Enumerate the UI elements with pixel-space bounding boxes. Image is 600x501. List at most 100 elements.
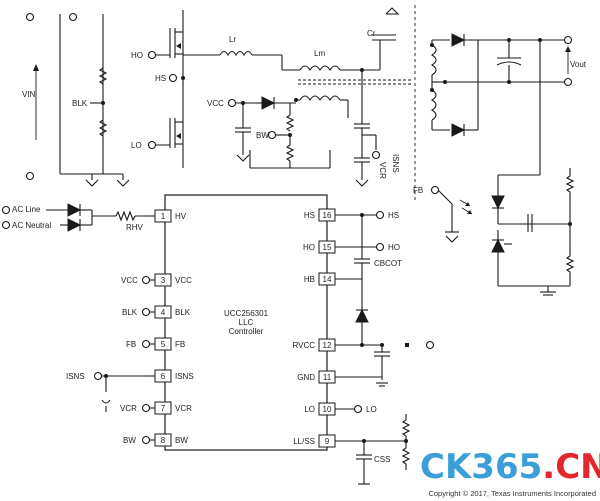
- ic-right-pin-name: LL/SS: [293, 437, 315, 446]
- blk-pin-label: BLK: [122, 308, 138, 317]
- ac-line-label: AC Line: [12, 205, 41, 214]
- ho-out-terminal: [375, 242, 385, 252]
- bw-pin-terminal: [141, 435, 151, 445]
- vout-plus-terminal: [563, 35, 573, 45]
- secondary-diode-bottom: [451, 123, 466, 137]
- ho-gate-terminal: [147, 50, 157, 60]
- vout-label: Vout: [570, 60, 587, 69]
- bw-pin-label: BW: [123, 436, 136, 445]
- ic-left-pin-number: 3: [161, 276, 166, 285]
- isns-vertical-label: ISNS: [391, 154, 400, 173]
- half-bridge-section: HO HS LO: [131, 10, 185, 168]
- secondary-winding-top: [430, 44, 437, 76]
- ic-left-pin-name: ISNS: [175, 372, 194, 381]
- lr-inductor: [219, 50, 253, 57]
- ic-right-pin-name: GND: [297, 373, 315, 382]
- watermark-ck-text: CK365: [420, 447, 542, 487]
- vcc-pin-terminal: [141, 275, 151, 285]
- watermark-logo: CK365.CN: [420, 447, 600, 487]
- ic-left-pin-number: 4: [161, 308, 166, 317]
- ic-right-pin-name: HB: [304, 275, 315, 284]
- ic-left-pin-name: HV: [175, 212, 187, 221]
- blk-pin-terminal: [141, 307, 151, 317]
- secondary-winding-bottom: [430, 89, 437, 121]
- ic-right-pin-number: 11: [323, 373, 332, 382]
- hs-node: [181, 76, 185, 80]
- ho-out-label: HO: [388, 243, 400, 252]
- blk-top-terminal: [68, 12, 78, 22]
- ic-left-pin-name: BLK: [175, 308, 191, 317]
- right-external-wiring: HS HO CBCOT LO CSS: [335, 210, 435, 485]
- vcr-pin-label: VCR: [120, 404, 137, 413]
- ic-left-pin-box: [154, 273, 172, 287]
- lo-gate-terminal: [147, 140, 157, 150]
- ic-left-pin-name: VCR: [175, 404, 192, 413]
- ac-neutral-terminal: [1, 220, 11, 230]
- ic-right-pin-number: 12: [323, 341, 332, 350]
- ic-left-pin-box: [154, 433, 172, 447]
- ic-subtitle-controller: Controller: [229, 327, 264, 336]
- secondary-diode-top: [451, 33, 466, 47]
- ic-left-pin-name: FB: [175, 340, 185, 349]
- aux-winding: [299, 95, 341, 102]
- ic-subtitle-llc: LLC: [239, 318, 254, 327]
- lo-out-terminal: [353, 404, 363, 414]
- lo-out-label: LO: [366, 405, 377, 414]
- llss-bottom-resistor: [401, 447, 411, 465]
- ic-body: [164, 194, 328, 451]
- blk-tap-node: [101, 101, 105, 105]
- vcr-ground: [355, 179, 369, 187]
- vout-minus-terminal: [563, 77, 573, 87]
- hs-out-label: HS: [388, 211, 399, 220]
- bias-network-section: VCC BW: [207, 96, 331, 169]
- watermark-dot-text: .: [542, 447, 555, 487]
- vcc-ground: [236, 154, 250, 162]
- ic-right-pin-name: LO: [304, 405, 315, 414]
- vcc-diode: [261, 96, 276, 110]
- vin-minus-terminal: [25, 171, 35, 181]
- ic-right-pin-name: HS: [304, 211, 315, 220]
- ho-gate-label: HO: [131, 51, 143, 60]
- ac-input-section: AC Line AC Neutral RHV: [1, 203, 155, 232]
- primary-ground-top: [385, 7, 400, 15]
- vin-plus-terminal: [25, 12, 35, 22]
- isns-terminal: [371, 150, 381, 160]
- ic-left-pin-name: BW: [175, 436, 188, 445]
- vcr-vertical-label: VCR: [378, 162, 387, 179]
- isns-filter-cap: [101, 399, 111, 404]
- fb-terminal: [430, 185, 440, 195]
- ic-part-number: UCC256301: [224, 309, 269, 318]
- ic-right-pin-name: HO: [303, 243, 315, 252]
- vcc-pin-label: VCC: [121, 276, 138, 285]
- fb-top-label: FB: [413, 186, 423, 195]
- ac-neutral-diode: [67, 218, 82, 232]
- bootstrap-diode: [355, 308, 369, 323]
- vcr-pin-terminal: [141, 403, 151, 413]
- lr-label: Lr: [229, 35, 236, 44]
- bw-top-label: BW: [256, 131, 269, 140]
- vcc-top-label: VCC: [207, 99, 224, 108]
- ic-right-pin-name: RVCC: [292, 341, 315, 350]
- ic-left-pin-number: 8: [161, 436, 166, 445]
- rhv-resistor: [115, 210, 136, 222]
- fb-ground: [445, 235, 459, 243]
- left-external-wiring: VCC BLK FB ISNS VCR BW: [66, 275, 155, 445]
- bw-bottom-resistor: [285, 144, 295, 162]
- cbcot-label: CBCOT: [374, 259, 402, 268]
- fb-pin-label: FB: [126, 340, 136, 349]
- ic-right-pin-number: 10: [323, 405, 332, 414]
- ic-left-pin-box: [154, 401, 172, 415]
- bw-top-resistor: [285, 114, 295, 132]
- isns-pin-label: ISNS: [66, 372, 85, 381]
- ic-left-pin-number: 7: [161, 404, 166, 413]
- isns-pin-terminal: [93, 371, 103, 381]
- secondary-section: Vout: [430, 33, 587, 165]
- ic-left-pin-number: 6: [161, 372, 166, 381]
- blk-bottom-resistor: [98, 119, 108, 137]
- ic-left-pin-box: [154, 305, 172, 319]
- blk-top-resistor: [98, 67, 108, 85]
- high-side-arrow: [176, 43, 181, 49]
